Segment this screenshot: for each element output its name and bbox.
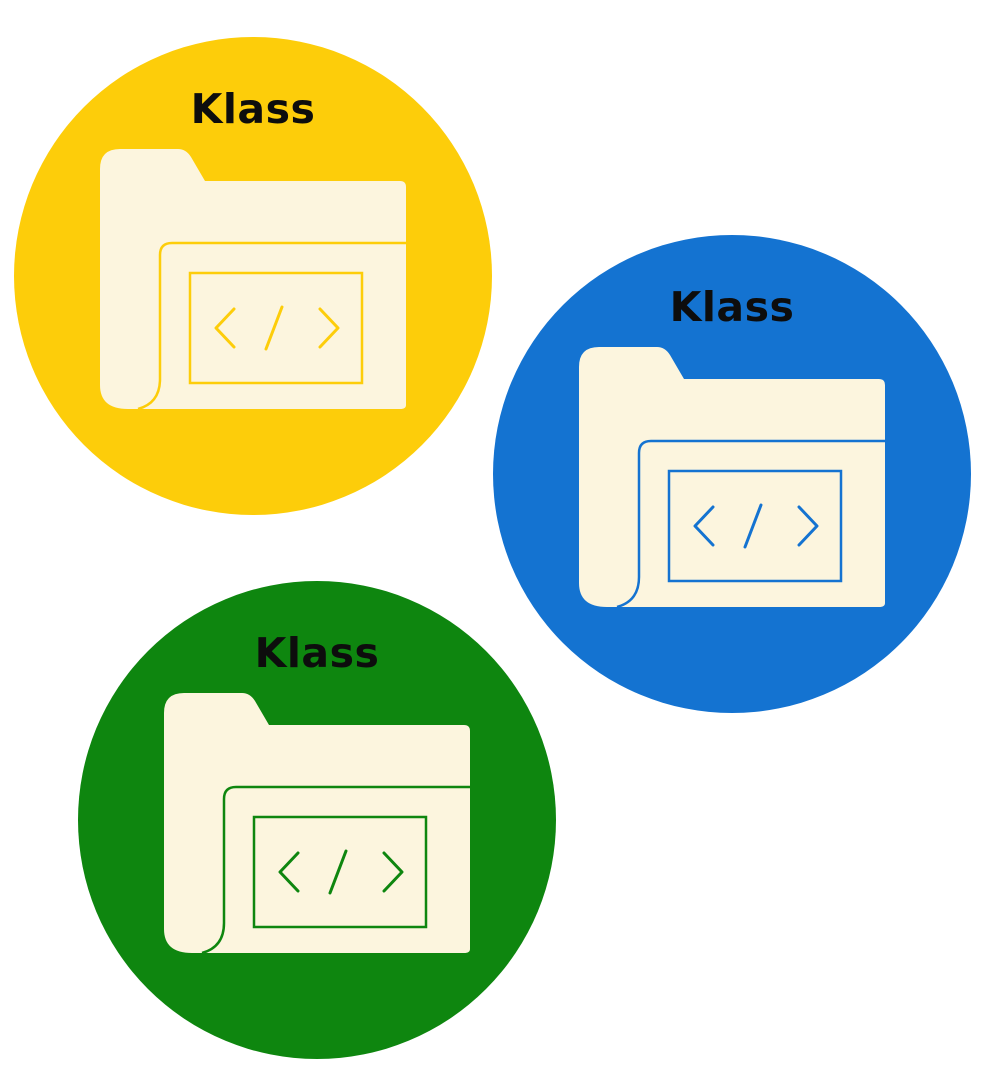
folder-code-icon xyxy=(100,149,406,411)
badge-title: Klass xyxy=(254,629,380,677)
klass-badge-yellow: Klass xyxy=(14,37,492,515)
badge-title: Klass xyxy=(669,283,795,331)
folder-code-icon xyxy=(164,693,470,955)
klass-badge-green: Klass xyxy=(78,581,556,1059)
folder-code-icon xyxy=(579,347,885,609)
badge-title: Klass xyxy=(190,85,316,133)
klass-badge-blue: Klass xyxy=(493,235,971,713)
